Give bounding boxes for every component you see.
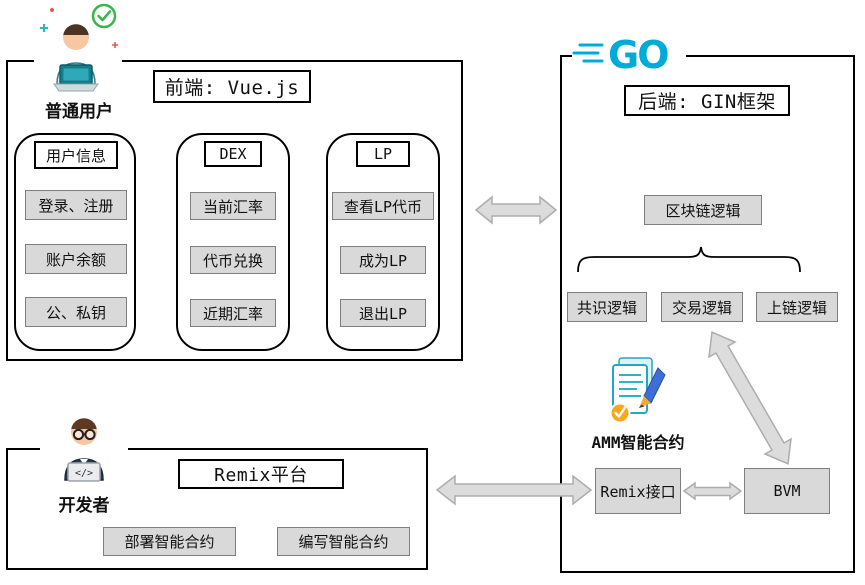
item-become-lp: 成为LP (340, 246, 426, 274)
developer-person-icon: </> (64, 418, 104, 482)
check-mark-icon (614, 406, 627, 418)
item-blockchain-logic: 区块链逻辑 (644, 195, 762, 225)
sparkle-dot-icon (50, 8, 54, 12)
amm-contract-icon (606, 356, 672, 426)
go-logo-text: GO (608, 33, 668, 77)
item-token-swap: 代币兑换 (190, 246, 276, 274)
item-login-register: 登录、注册 (25, 190, 127, 220)
sparkle-icon (40, 24, 48, 32)
item-write-contract: 编写智能合约 (277, 527, 410, 556)
backend-title: 后端: GIN框架 (624, 85, 790, 116)
go-logo: GO (572, 28, 686, 78)
laptop-screen (63, 68, 89, 81)
remix-platform-title: Remix平台 (178, 459, 344, 489)
collar (80, 459, 88, 465)
panel-lp-header: LP (356, 141, 410, 167)
check-badge-icon (91, 3, 117, 29)
hair (71, 418, 97, 429)
check-mark-icon (97, 10, 112, 22)
frontend-title: 前端: Vue.js (153, 70, 311, 103)
go-speed-lines-icon (572, 43, 604, 63)
sparkle-icon (112, 42, 118, 48)
normal-user-icon (34, 2, 122, 96)
backend-section-box (560, 55, 855, 573)
frontend-section-box (6, 60, 463, 361)
amm-contract-label: AMM智能合约 (591, 433, 685, 452)
item-onchain-logic: 上链逻辑 (756, 292, 838, 322)
item-account-balance: 账户余额 (25, 244, 127, 274)
item-public-private-key: 公、私钥 (25, 297, 127, 327)
panel-user-info-header: 用户信息 (34, 141, 118, 169)
item-remix-api: Remix接口 (595, 468, 681, 514)
item-exit-lp: 退出LP (340, 299, 426, 327)
laptop-lid (67, 462, 101, 482)
smart-contract-icon (609, 357, 666, 424)
arrow-frontend-backend (474, 195, 558, 225)
panel-dex-header: DEX (204, 141, 262, 167)
item-transaction-logic: 交易逻辑 (661, 292, 743, 322)
item-consensus-logic: 共识逻辑 (567, 292, 647, 322)
item-deploy-contract: 部署智能合约 (103, 527, 236, 556)
code-symbol-icon: </> (75, 468, 93, 479)
developer-section-box (6, 448, 428, 570)
go-logo-icon: GO (572, 33, 670, 77)
glasses-right-icon (84, 428, 96, 441)
item-current-rate: 当前汇率 (190, 192, 276, 220)
person-at-laptop-icon (40, 3, 118, 92)
developer-icon: </> (40, 396, 128, 490)
document-lines (619, 374, 643, 397)
glasses-left-icon (72, 428, 85, 441)
pencil-point (639, 404, 645, 408)
developer-label: 开发者 (58, 496, 110, 516)
item-bvm: BVM (744, 468, 830, 514)
hair (63, 24, 89, 35)
laptop-base (53, 83, 99, 92)
normal-user-label: 普通用户 (45, 102, 113, 122)
item-recent-rate: 近期汇率 (190, 299, 276, 327)
item-view-lp-token: 查看LP代币 (332, 192, 434, 220)
